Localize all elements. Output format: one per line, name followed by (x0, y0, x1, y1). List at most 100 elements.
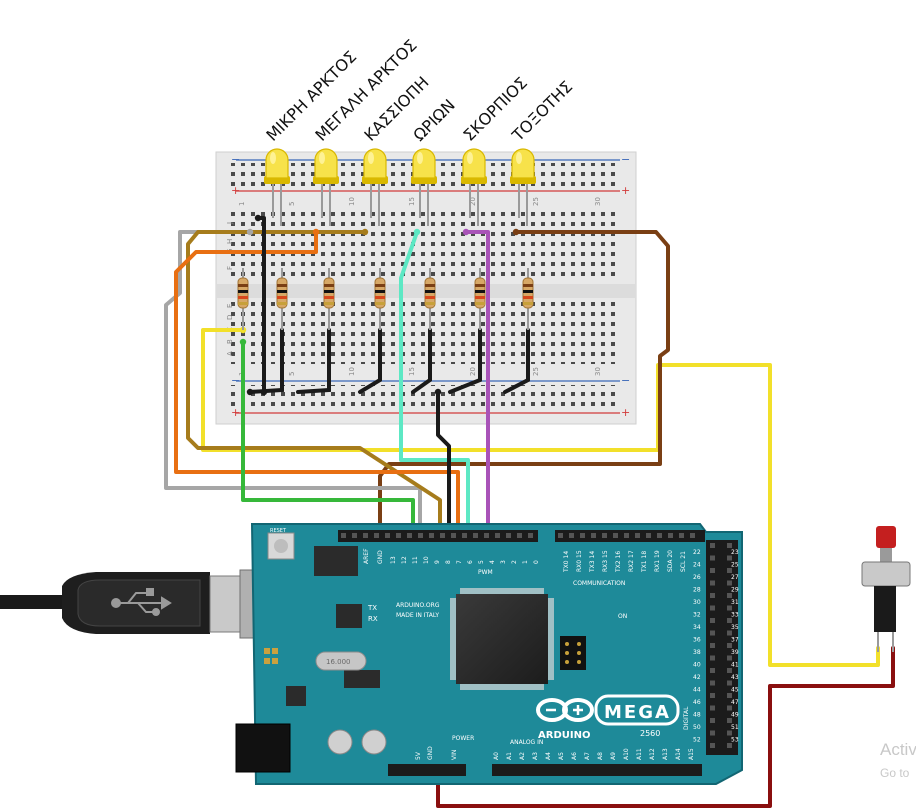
bb-col-number: 30 (594, 367, 602, 376)
bb-col-number: 1 (238, 202, 246, 206)
pin-label: 35 (731, 624, 739, 631)
usb-icon (111, 588, 172, 616)
pin-label: 53 (731, 737, 739, 744)
wire-endpoints (239, 214, 520, 396)
pin-label: SCL 21 (680, 551, 687, 572)
crystal-label: 16.000 (326, 658, 351, 666)
resistor (424, 268, 436, 330)
origin-line-1: ARDUINO.ORG (396, 602, 440, 609)
on-label: ON (618, 613, 627, 620)
tx-label: TX (367, 604, 377, 612)
pin-label: 43 (731, 674, 739, 681)
pin-label: 23 (731, 549, 739, 556)
pin-label: 29 (731, 587, 739, 594)
pin-label: 4 (489, 560, 496, 564)
pin-label: 22 (693, 549, 701, 556)
pin-label: 52 (693, 737, 701, 744)
pin-label: 26 (693, 574, 701, 581)
led-label: ΩΡΙΩΝ (409, 95, 458, 144)
pin-label: TX3 14 (589, 551, 596, 573)
resistor (237, 268, 249, 330)
pin-label: TX2 16 (615, 551, 622, 573)
svg-text:+: + (621, 406, 630, 419)
pin-label: 46 (693, 699, 701, 706)
bb-col-number: 5 (288, 372, 296, 376)
watermark-subtitle: Go to (880, 766, 910, 780)
bb-col-number: 25 (532, 367, 540, 376)
wire-purple (464, 230, 490, 537)
pin-label: 6 (467, 560, 474, 564)
wire-green (241, 340, 415, 537)
pin-label: 24 (693, 562, 701, 569)
pin-label: 9 (434, 560, 441, 564)
pin-label: 12 (401, 556, 408, 564)
reset-label: RESET (270, 528, 287, 534)
pin-label: 36 (693, 637, 701, 644)
pin-label: RX0 15 (576, 550, 583, 572)
svg-text:−: − (621, 153, 630, 166)
pin-label: 45 (731, 687, 739, 694)
yellow-led (461, 148, 487, 226)
pin-label: A12 (649, 748, 656, 760)
pin-label: 32 (693, 612, 701, 619)
watermark-title: Activ (880, 740, 916, 759)
pin-label: 2 (511, 560, 518, 564)
pin-label: A10 (623, 748, 630, 760)
yellow-led (264, 148, 290, 226)
pin-label: 27 (731, 574, 739, 581)
power-jack (235, 723, 291, 773)
pin-label: 28 (693, 587, 701, 594)
resistor (276, 268, 288, 330)
rx-label: RX (368, 615, 378, 623)
pin-label: A14 (675, 748, 682, 760)
pin-label: AREF (363, 548, 370, 564)
pin-label: A3 (532, 752, 539, 760)
pin-label: 8 (445, 560, 452, 564)
pin-label: 31 (731, 599, 739, 606)
wire-darkred-5v (436, 646, 895, 808)
pin-label: A11 (636, 748, 643, 760)
bb-col-number: 30 (594, 197, 602, 206)
pin-label: A8 (597, 752, 604, 760)
power-label: POWER (452, 735, 474, 742)
pin-label: 30 (693, 599, 701, 606)
resistor-group (237, 268, 534, 330)
pin-label: 33 (731, 612, 739, 619)
pin-label: 50 (693, 724, 701, 731)
pin-label: 3 (500, 560, 507, 564)
pin-label: A7 (584, 752, 591, 760)
pin-label: 40 (693, 662, 701, 669)
pin-label: A4 (545, 752, 552, 760)
pin-label: 0 (533, 560, 540, 564)
pushbutton[interactable] (861, 526, 911, 652)
pin-label: 7 (456, 560, 463, 564)
pin-label: 47 (731, 699, 739, 706)
bb-row-letter: A (226, 351, 234, 356)
pin-label: 34 (693, 624, 701, 631)
board-model: MEGA (604, 702, 671, 723)
pin-label: 5V (415, 751, 422, 760)
bb-row-letter: B (226, 339, 234, 344)
pin-label: 41 (731, 662, 739, 669)
bb-row-letter: H (226, 239, 234, 244)
origin-line-2: MADE IN ITALY (396, 612, 439, 619)
pin-label: VIN (451, 750, 458, 760)
pin-label: A6 (571, 752, 578, 760)
svg-text:+: + (621, 184, 630, 197)
pin-label: A0 (493, 752, 500, 760)
arduino-mega-board: ARDUINO MEGA 2560 RESET COMMUNICATION PO… (235, 523, 743, 785)
bb-row-letter: J (226, 222, 234, 225)
board-brand: ARDUINO (538, 730, 590, 741)
resistor (522, 268, 534, 330)
pin-label: 51 (731, 724, 739, 731)
bb-row-letter: E (226, 304, 234, 308)
pin-label: A13 (662, 748, 669, 760)
pin-label: A1 (506, 752, 513, 760)
pin-label: 25 (731, 562, 739, 569)
pin-label: 1 (522, 560, 529, 564)
resistor (374, 268, 386, 330)
pin-label: GND (427, 746, 434, 760)
